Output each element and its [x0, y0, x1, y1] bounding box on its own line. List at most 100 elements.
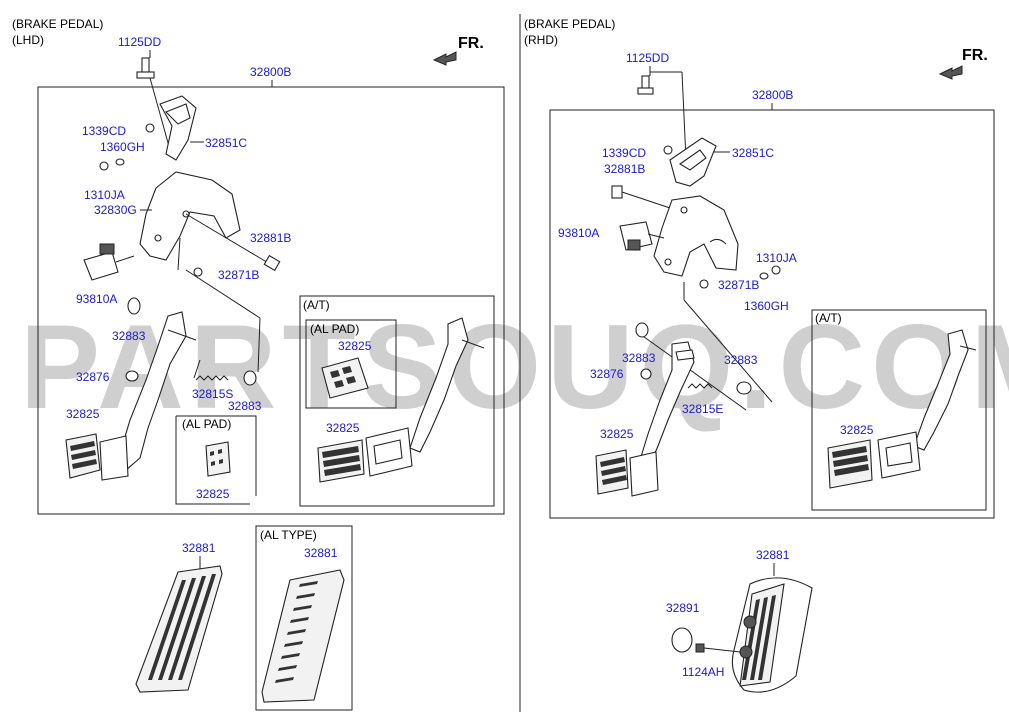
left-label-32851c[interactable]: 32851C	[205, 136, 247, 150]
left-at-box: (A/T) (AL PAD) 32825	[299, 295, 495, 507]
left-al-pad-box: (AL PAD) 32825	[175, 415, 257, 505]
left-fr-label: FR.	[458, 35, 484, 52]
right-label-32800b[interactable]: 32800B	[752, 88, 793, 102]
right-label-32876[interactable]: 32876	[590, 367, 624, 381]
right-label-1360gh[interactable]: 1360GH	[744, 299, 789, 313]
left-at-pedal-plate-icon	[365, 427, 413, 477]
right-label-32851c[interactable]: 32851C	[732, 146, 774, 160]
right-label-1310ja[interactable]: 1310JA	[756, 251, 797, 265]
right-bush-32883-a-icon	[635, 322, 649, 338]
left-al-pad-label[interactable]: 32825	[196, 487, 230, 501]
right-bush-1360gh-icon	[759, 272, 769, 280]
right-label-32881b[interactable]: 32881B	[604, 162, 645, 176]
left-at-pedal-arm-icon	[409, 317, 485, 453]
left-bracket-32851c-icon	[159, 95, 197, 161]
left-label-1125dd[interactable]: 1125DD	[118, 35, 161, 49]
left-label-32815s[interactable]: 32815S	[192, 387, 233, 401]
right-label-1125dd[interactable]: 1125DD	[626, 51, 669, 65]
left-heading-brake-pedal: (BRAKE PEDAL)	[12, 17, 103, 31]
left-label-32800b[interactable]: 32800B	[250, 65, 291, 79]
right-fr-label: FR.	[962, 47, 988, 64]
left-accelerator-group: 32881 (AL TYPE) 32881	[135, 525, 353, 711]
right-label-32825[interactable]: 32825	[600, 427, 634, 441]
right-label-32883-a[interactable]: 32883	[622, 351, 656, 365]
right-pin-32876-icon	[640, 368, 652, 380]
right-cap-32891-icon	[671, 627, 693, 653]
left-al-type-box	[255, 525, 353, 711]
right-at-pad-label[interactable]: 32825	[840, 423, 874, 437]
left-label-32825[interactable]: 32825	[66, 407, 100, 421]
right-label-32815e[interactable]: 32815E	[682, 402, 723, 416]
left-bolt-32881b-icon	[185, 213, 281, 272]
right-at-title: (A/T)	[815, 311, 842, 325]
left-switch-93810a-icon	[83, 243, 135, 281]
left-fr-arrow-icon	[432, 51, 457, 66]
left-bush-1360gh-icon	[115, 158, 125, 166]
left-al-type-label[interactable]: 32881	[304, 546, 338, 560]
right-accel-label[interactable]: 32881	[756, 548, 790, 562]
left-label-32883-b[interactable]: 32883	[228, 399, 262, 413]
left-at-al-pad-title: (AL PAD)	[310, 322, 359, 336]
left-at-al-pad-label[interactable]: 32825	[338, 339, 372, 353]
right-bolt-label[interactable]: 1124AH	[682, 665, 724, 679]
right-at-pedal-plate-icon	[877, 431, 921, 479]
right-spring-32815e-icon	[687, 383, 713, 389]
left-label-93810a[interactable]: 93810A	[76, 292, 117, 306]
left-label-32883-a[interactable]: 32883	[112, 329, 146, 343]
left-spring-32815s-icon	[193, 359, 229, 381]
left-bolt-icon	[136, 57, 155, 79]
right-cap-label[interactable]: 32891	[666, 601, 700, 615]
right-nut-1310ja-icon	[771, 265, 781, 275]
left-accel-label[interactable]: 32881	[182, 541, 216, 555]
left-label-32871b[interactable]: 32871B	[218, 268, 259, 282]
right-at-box: (A/T) 32825	[811, 309, 987, 511]
right-label-32883-b[interactable]: 32883	[724, 353, 758, 367]
right-pedal-plate-icon	[629, 451, 659, 497]
right-accelerator-pedal-icon	[731, 577, 813, 693]
right-nut-1339cd-icon	[663, 145, 673, 155]
left-label-32876[interactable]: 32876	[76, 370, 110, 384]
left-label-32830g[interactable]: 32830G	[94, 203, 137, 217]
right-label-1339cd[interactable]: 1339CD	[602, 146, 646, 160]
left-at-pedal-pad-icon	[317, 439, 365, 483]
left-label-1339cd[interactable]: 1339CD	[82, 124, 126, 138]
right-label-32871b[interactable]: 32871B	[718, 278, 759, 292]
right-nut-32871b-icon	[699, 279, 709, 289]
left-al-type-title: (AL TYPE)	[260, 528, 317, 542]
left-at-al-pad-icon	[321, 357, 369, 399]
watermark: PARTSOUQ.COM	[20, 300, 1009, 434]
left-bracket-32830g-icon	[139, 171, 241, 261]
left-nut-1339cd-icon	[145, 123, 155, 133]
left-label-1310ja[interactable]: 1310JA	[84, 188, 125, 202]
left-pedal-pad-icon	[65, 433, 101, 479]
right-accelerator-group: 32881 32891 1124AH	[666, 548, 813, 693]
left-label-32881b[interactable]: 32881B	[250, 231, 291, 245]
right-heading-brake-pedal: (BRAKE PEDAL)	[524, 17, 615, 31]
left-al-pad-icon	[205, 441, 231, 477]
right-at-pedal-arm-icon	[913, 329, 977, 451]
left-bush-32883-b-icon	[243, 370, 257, 386]
right-at-pedal-pad-icon	[827, 439, 873, 489]
right-bolt-1124ah-icon	[695, 643, 741, 653]
right-panel-rhd: (BRAKE PEDAL) (RHD) FR. 32800B 1125DD 32…	[524, 17, 995, 519]
right-bush-32883-b-icon	[736, 381, 752, 395]
left-pedal-plate-icon	[99, 435, 129, 481]
left-al-pad-title: (AL PAD)	[182, 417, 231, 431]
right-bracket-32851c-icon	[669, 137, 717, 187]
left-heading-lhd: (LHD)	[12, 33, 44, 47]
right-label-93810a[interactable]: 93810A	[558, 226, 599, 240]
left-nut-1310ja-icon	[99, 161, 109, 171]
right-pedal-pad-icon	[595, 449, 629, 495]
left-bush-32883-a-icon	[127, 297, 141, 315]
right-bracket-main-icon	[653, 195, 739, 277]
left-label-1360gh[interactable]: 1360GH	[100, 140, 145, 154]
left-assembly-frame	[37, 86, 505, 515]
left-accelerator-pedal-icon	[135, 565, 223, 693]
left-at-pad-label[interactable]: 32825	[326, 421, 360, 435]
right-bolt-icon	[637, 75, 654, 95]
right-heading-rhd: (RHD)	[524, 33, 558, 47]
left-panel-lhd: (BRAKE PEDAL) (LHD) FR. 32800B 1125DD 32…	[12, 17, 505, 515]
left-pin-32876-icon	[125, 370, 139, 382]
left-brake-pedal-arm-icon	[117, 311, 197, 471]
